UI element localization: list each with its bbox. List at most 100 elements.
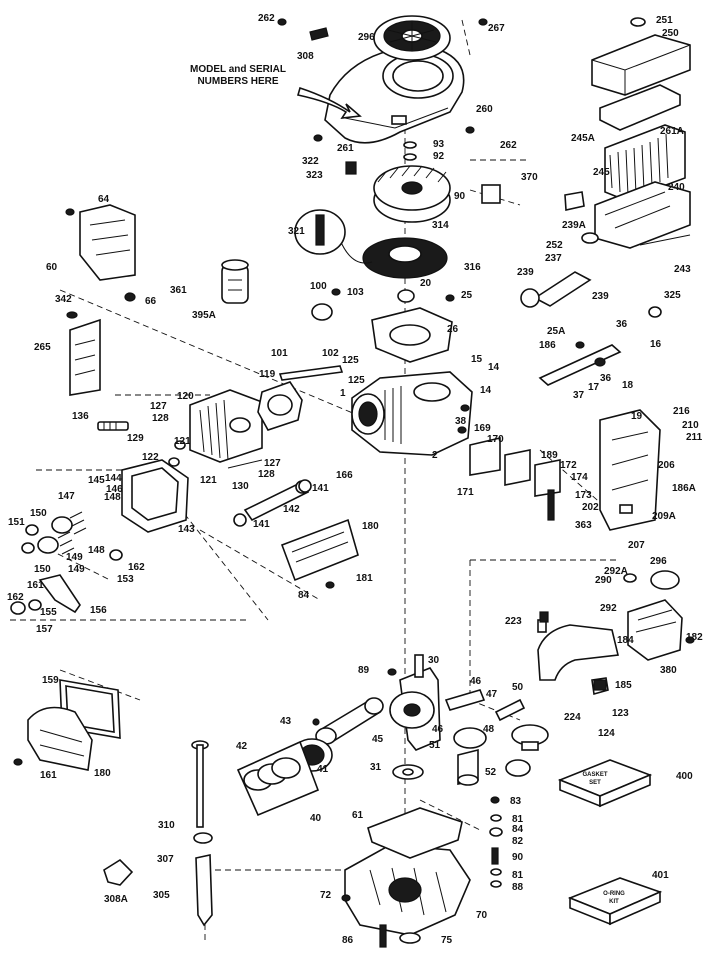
part-callout-180: 180 (362, 521, 379, 532)
part-callout-75: 75 (441, 935, 453, 946)
part-callout-31: 31 (370, 762, 382, 773)
cylinder-baffle (79, 204, 136, 281)
part-callout-20: 20 (420, 278, 432, 289)
part-callout-239a: 239A (562, 220, 586, 231)
part-callout-316: 316 (464, 262, 481, 273)
part-callout-93: 93 (433, 139, 445, 150)
part-callout-46: 46 (432, 724, 444, 735)
part-callout-37: 37 (573, 390, 585, 401)
part-callout-224: 224 (564, 712, 581, 723)
part-callout-265: 265 (34, 342, 51, 353)
part-callout-149: 149 (66, 552, 83, 563)
part-callout-47: 47 (486, 689, 498, 700)
part-callout-239: 239 (517, 267, 534, 278)
part-callout-172: 172 (560, 460, 577, 471)
part-callout-182: 182 (686, 632, 703, 643)
part-callout-101: 101 (271, 348, 288, 359)
part-callout-128: 128 (258, 469, 275, 480)
part-callout-186a: 186A (672, 483, 696, 494)
part-callout-136: 136 (72, 411, 89, 422)
part-callout-240: 240 (668, 182, 685, 193)
spark-plug (97, 421, 129, 431)
part-callout-361: 361 (170, 285, 187, 296)
rewind-starter (373, 15, 451, 61)
part-callout-40: 40 (310, 813, 322, 824)
part-callout-129: 129 (127, 433, 144, 444)
part-callout-342: 342 (55, 294, 72, 305)
part-callout-216: 216 (673, 406, 690, 417)
part-callout-153: 153 (117, 574, 134, 585)
part-callout-148: 148 (88, 545, 105, 556)
part-callout-146: 146 (106, 484, 123, 495)
part-callout-305: 305 (153, 890, 170, 901)
part-callout-370: 370 (521, 172, 538, 183)
oil-fill-plug (103, 858, 134, 886)
part-callout-380: 380 (660, 665, 677, 676)
part-callout-157: 157 (36, 624, 53, 635)
part-callout-251: 251 (656, 15, 673, 26)
part-callout-296: 296 (650, 556, 667, 567)
part-callout-307: 307 (157, 854, 174, 865)
part-callout-42: 42 (236, 741, 248, 752)
small-hardware (13, 17, 695, 948)
part-callout-261: 261 (337, 143, 354, 154)
part-callout-400: 400 (676, 771, 693, 782)
governor-assembly (221, 259, 249, 304)
camshaft (444, 689, 549, 751)
part-callout-260: 260 (476, 104, 493, 115)
part-callout-321: 321 (288, 226, 305, 237)
part-callout-310: 310 (158, 820, 175, 831)
part-callout-262: 262 (258, 13, 275, 24)
flywheel (373, 165, 451, 223)
part-callout-149: 149 (68, 564, 85, 575)
part-callout-210: 210 (682, 420, 699, 431)
part-callout-89: 89 (358, 665, 370, 676)
part-callout-124: 124 (598, 728, 615, 739)
part-callout-41: 41 (317, 764, 329, 775)
part-callout-122: 122 (142, 452, 159, 463)
part-callout-250: 250 (662, 28, 679, 39)
valve-chamber-cover (121, 459, 189, 533)
part-callout-180: 180 (94, 768, 111, 779)
connecting-rod (315, 697, 384, 745)
part-callout-174: 174 (571, 472, 588, 483)
part-callout-60: 60 (46, 262, 58, 273)
part-callout-181: 181 (356, 573, 373, 584)
part-callout-66: 66 (145, 296, 157, 307)
part-callout-141: 141 (312, 483, 329, 494)
part-callout-45: 45 (372, 734, 384, 745)
part-callout-171: 171 (457, 487, 474, 498)
part-callout-243: 243 (674, 264, 691, 275)
part-callout-202: 202 (582, 502, 599, 513)
part-callout-64: 64 (98, 194, 110, 205)
part-callout-121: 121 (200, 475, 217, 486)
part-callout-26: 26 (447, 324, 459, 335)
part-callout-296: 296 (358, 32, 375, 43)
part-callout-322: 322 (302, 156, 319, 167)
part-callout-189: 189 (541, 450, 558, 461)
brake-bracket (371, 307, 453, 363)
part-callout-125: 125 (342, 355, 359, 366)
part-callout-185: 185 (615, 680, 632, 691)
part-callout-50: 50 (512, 682, 524, 693)
part-callout-161: 161 (40, 770, 57, 781)
part-callout-25a: 25A (547, 326, 565, 337)
mounting-flange (344, 844, 471, 936)
air-filter-cover (27, 706, 93, 771)
part-callout-81: 81 (512, 870, 524, 881)
part-callout-173: 173 (575, 490, 592, 501)
part-callout-245a: 245A (571, 133, 595, 144)
part-callout-127: 127 (264, 458, 281, 469)
part-callout-237: 237 (545, 253, 562, 264)
air-cleaner-assembly (591, 34, 691, 249)
part-callout-38: 38 (455, 416, 467, 427)
part-callout-81: 81 (512, 814, 524, 825)
part-callout-61: 61 (352, 810, 364, 821)
gasket-set-box: GASKET SET (557, 759, 653, 808)
part-callout-308a: 308A (104, 894, 128, 905)
part-callout-401: 401 (652, 870, 669, 881)
part-callout-1: 1 (340, 388, 346, 399)
part-callout-308: 308 (297, 51, 314, 62)
